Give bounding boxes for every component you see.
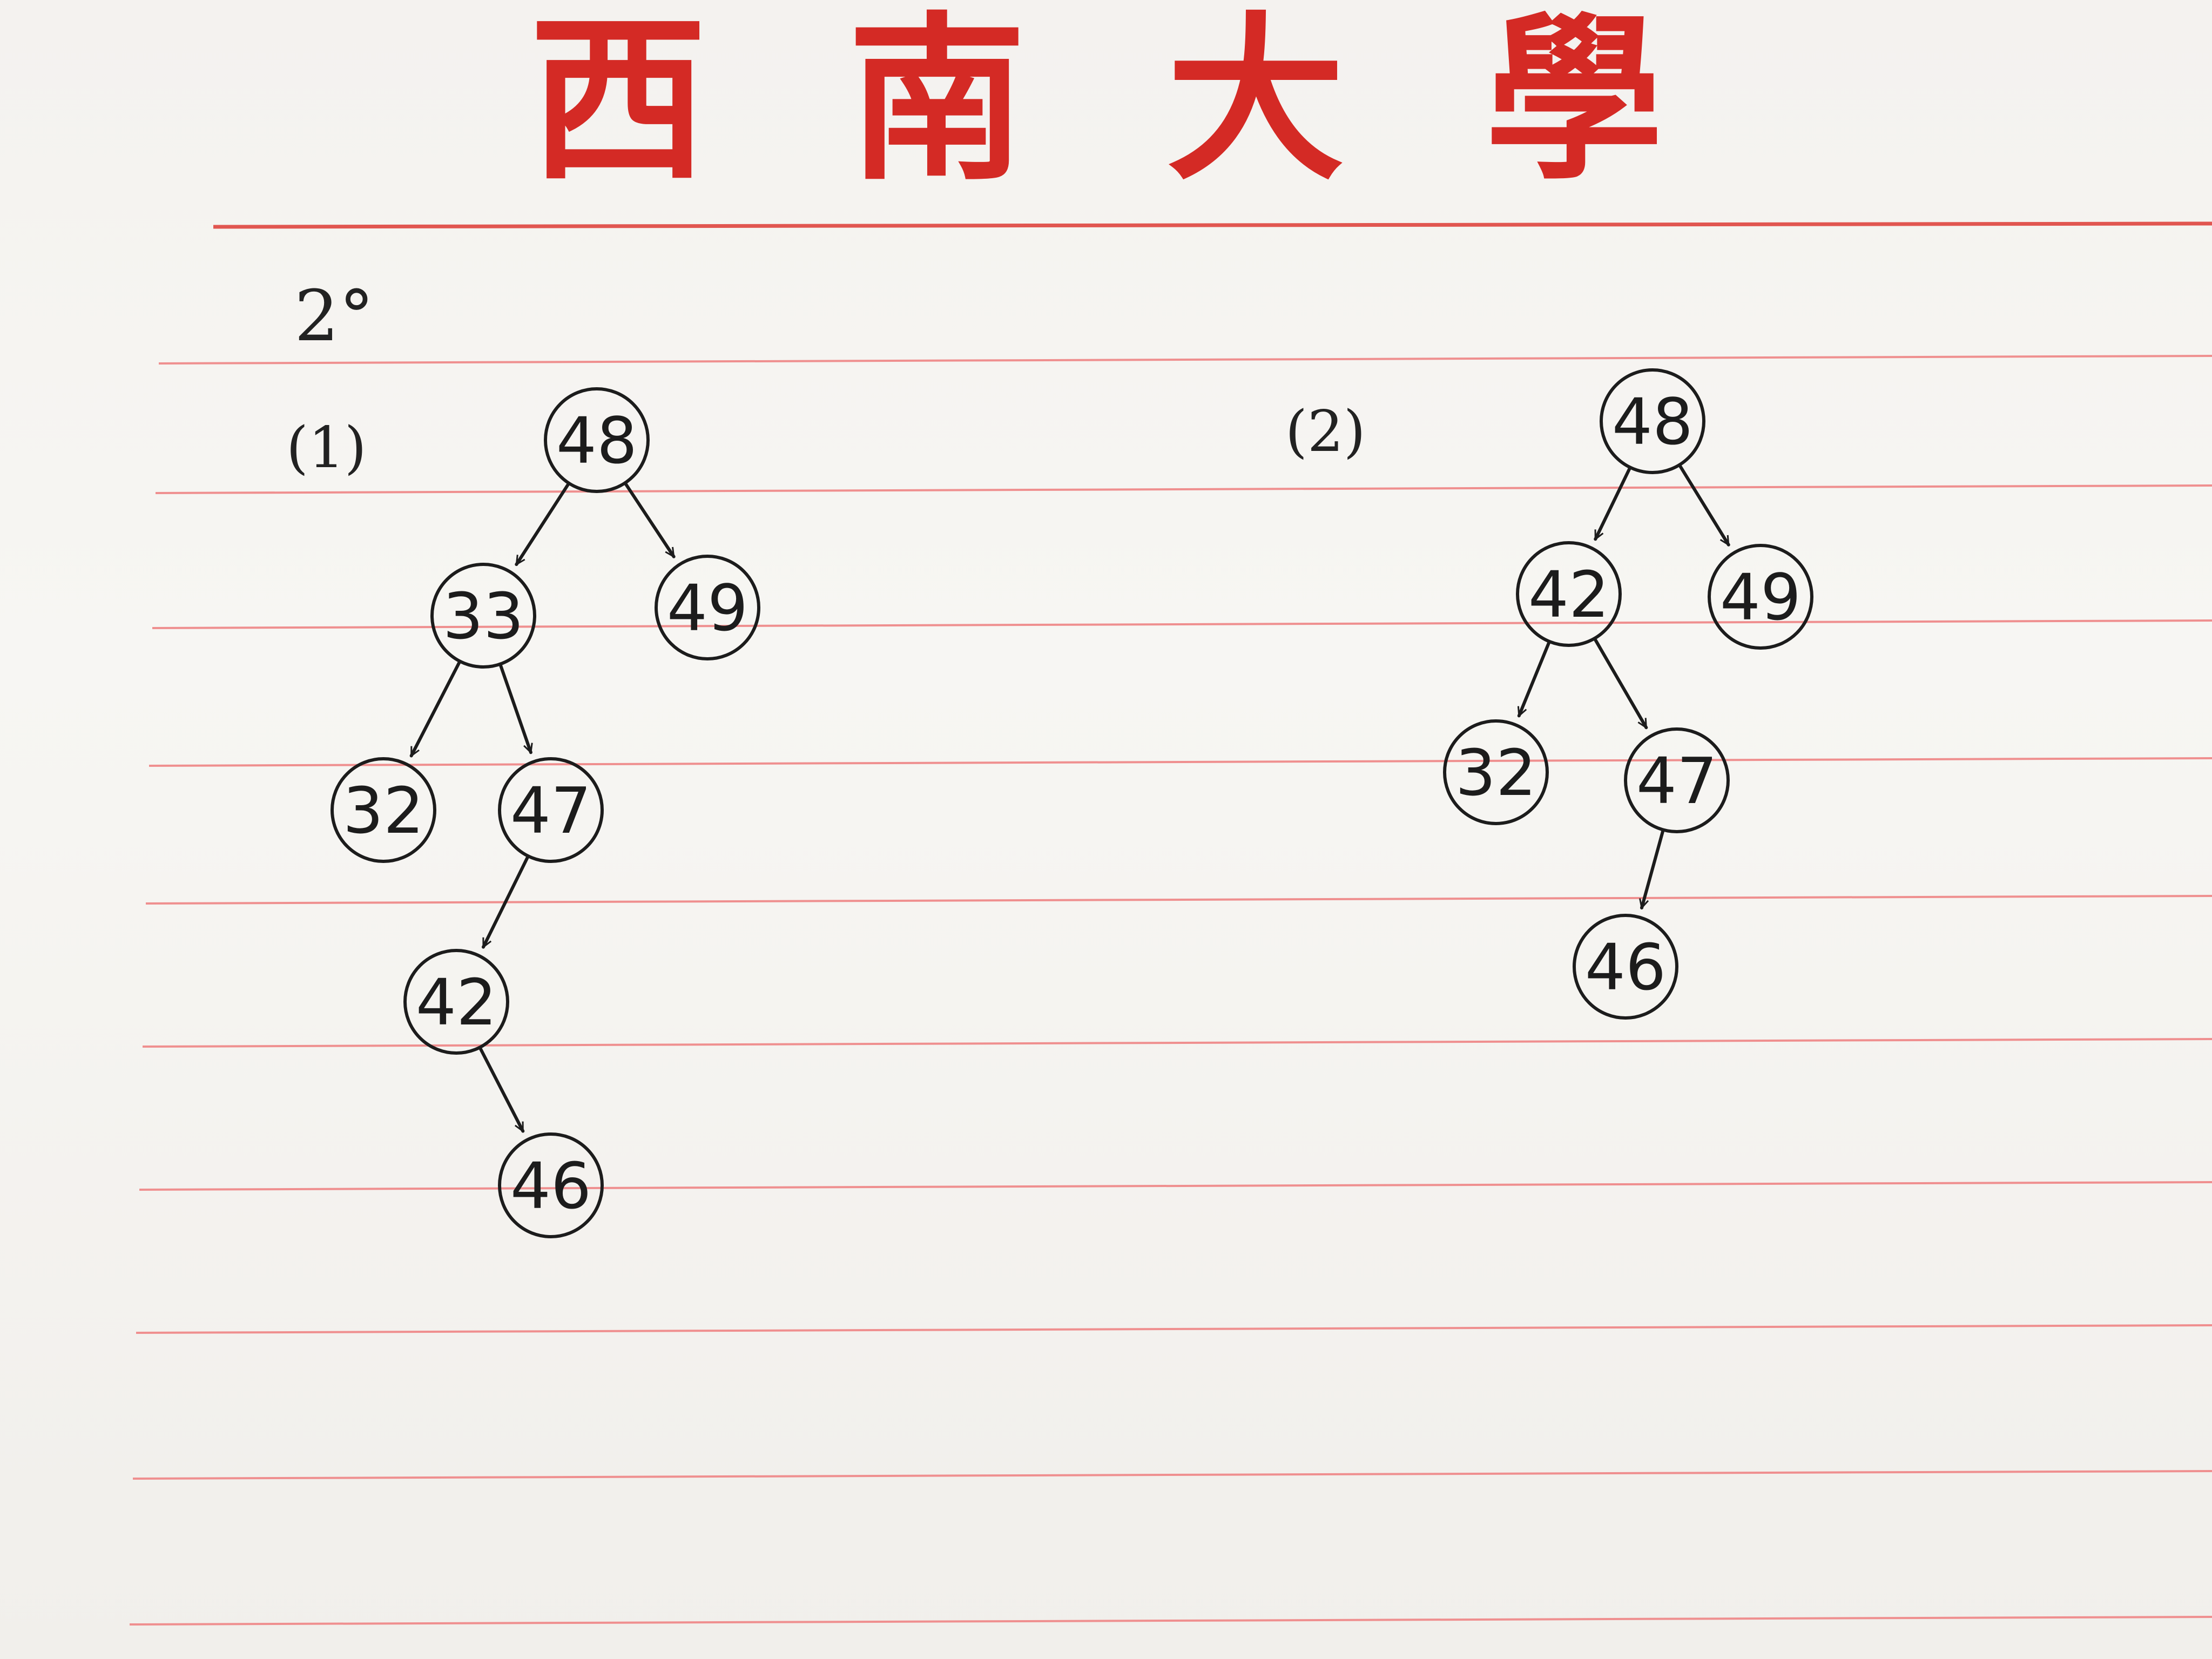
node-label: 32 <box>1455 736 1536 810</box>
node-circle <box>1516 541 1622 647</box>
ruled-line <box>155 484 2212 494</box>
tree-1-label: (1) <box>286 415 367 481</box>
edge-33-32 <box>409 659 462 758</box>
tree-1-edges <box>409 481 676 1133</box>
node-label: 49 <box>667 571 748 645</box>
node-label: 42 <box>1528 557 1609 632</box>
tree-2-label: (2) <box>1285 399 1366 464</box>
edge-47-42 <box>481 854 530 947</box>
problem-number: 2° <box>294 275 374 357</box>
node-circle <box>1708 544 1813 650</box>
ruled-line <box>145 895 2212 905</box>
edge-48-49 <box>623 481 676 558</box>
ruled-line <box>142 1038 2212 1048</box>
ruled-line <box>129 1616 2212 1626</box>
node-label: 48 <box>1612 385 1693 459</box>
node-circle <box>331 757 436 863</box>
node-circle <box>430 563 536 669</box>
node-label: 47 <box>1636 744 1717 818</box>
ruled-line <box>213 221 2212 229</box>
tree-2-nodes: 48 42 49 32 47 46 <box>1443 368 1813 1020</box>
edge-47-46 <box>1642 828 1665 908</box>
tree-1: (1) 48 33 49 32 47 42 46 <box>286 387 760 1238</box>
ruled-line <box>149 757 2212 767</box>
university-header: 西南大學 <box>529 0 1804 204</box>
edge-48-49 <box>1677 463 1730 547</box>
node-circle <box>1443 719 1549 825</box>
edge-42-47 <box>1593 637 1648 730</box>
edge-33-47 <box>498 662 531 753</box>
tree-2: (2) 48 42 49 32 47 46 <box>1285 368 1813 1020</box>
node-label: 46 <box>1585 930 1666 1004</box>
node-circle <box>655 555 760 660</box>
node-circle <box>1624 727 1730 833</box>
ruled-line <box>136 1324 2212 1334</box>
ruled-line <box>158 355 2212 365</box>
node-circle <box>1600 368 1705 474</box>
ruled-line <box>132 1470 2212 1480</box>
node-circle <box>498 1132 604 1238</box>
edge-42-46 <box>478 1046 525 1133</box>
ruled-line <box>139 1181 2212 1191</box>
node-label: 47 <box>510 773 591 848</box>
edge-48-42 <box>1594 466 1632 539</box>
ruled-lines <box>129 221 2212 1626</box>
node-label: 42 <box>416 965 497 1040</box>
tree-1-nodes: 48 33 49 32 47 42 46 <box>331 387 760 1238</box>
ruled-line <box>152 619 2212 629</box>
tree-2-edges <box>1517 463 1730 908</box>
edge-42-32 <box>1517 639 1552 716</box>
node-circle <box>1573 914 1678 1020</box>
node-label: 48 <box>556 403 637 478</box>
edge-48-33 <box>515 481 571 567</box>
node-circle <box>403 949 509 1055</box>
node-label: 46 <box>510 1149 591 1223</box>
node-label: 32 <box>343 773 424 848</box>
node-circle <box>498 757 604 863</box>
node-label: 49 <box>1720 560 1801 635</box>
node-circle <box>544 387 650 493</box>
node-label: 33 <box>443 579 524 653</box>
